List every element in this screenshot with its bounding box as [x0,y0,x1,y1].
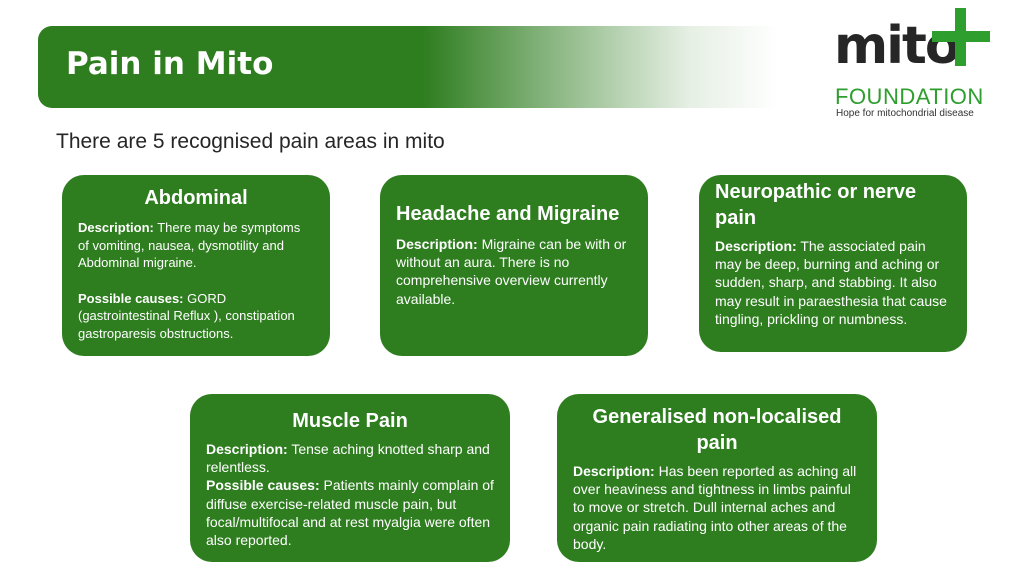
card-title: Generalised non-localised pain [592,406,842,454]
card-title: Muscle Pain [292,410,408,432]
intro-text: There are 5 recognised pain areas in mit… [56,130,445,153]
desc-text: Has been reported as aching all over hea… [573,463,857,552]
card-body: Description: Tense aching knotted sharp … [206,440,494,549]
card-title: Headache and Migraine [396,203,620,225]
desc-label: Description: [715,238,797,254]
causes-text: Patients mainly complain of diffuse exer… [206,477,494,548]
causes-label: Possible causes: [206,477,320,494]
card-body: Description: There may be symptoms of vo… [78,219,314,342]
card-muscle: Muscle Pain Description: Tense aching kn… [190,394,510,562]
mito-foundation-logo: mito FOUNDATION Hope for mitochondrial d… [832,8,1002,123]
desc-text: There may be symptoms of vomiting, nause… [78,220,301,253]
logo-tagline: Hope for mitochondrial disease [836,108,974,119]
causes-label: Possible causes: [78,290,184,306]
desc-text: Tense aching knotted sharp and relentles… [206,441,490,476]
card-title: Neuropathic or nerve pain [715,181,917,229]
desc-label: Description: [573,463,655,479]
desc-label: Description: [396,236,478,252]
logo-foundation: FOUNDATION [835,84,984,109]
desc-label: Description: [206,441,288,457]
card-body: Description: Migraine can be with or wit… [396,235,632,308]
card-generalised: Generalised non-localised pain Descripti… [557,394,877,562]
card-headache: Headache and Migraine Description: Migra… [380,175,648,356]
card-body: Description: The associated pain may be … [715,237,951,328]
desc-text: Migraine can be with or without an aura.… [396,236,627,307]
card-neuropathic: Neuropathic or nerve pain Description: T… [699,175,967,352]
desc-text: The associated pain may be deep, burning… [715,238,947,327]
logo-wordmark: mito [834,16,961,76]
plus-icon [932,8,990,66]
causes-text: GORD (gastrointestinal Reflux ), constip… [78,290,295,341]
page-title: Pain in Mito [66,46,274,82]
card-body: Description: Has been reported as aching… [573,462,861,553]
desc-text-2: Abdominal migraine. [78,255,197,271]
card-title: Abdominal [144,187,248,209]
card-abdominal: Abdominal Description: There may be symp… [62,175,330,356]
desc-label: Description: [78,220,154,235]
title-bar: Pain in Mito [38,26,778,108]
